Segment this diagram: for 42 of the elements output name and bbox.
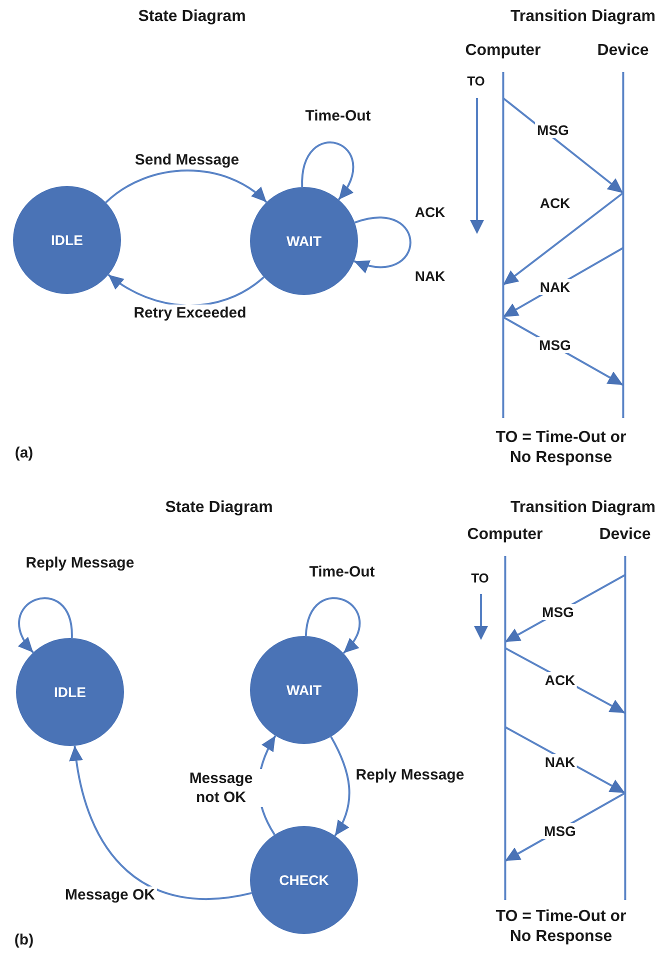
loop-label: NAK bbox=[414, 268, 446, 284]
edge-label: NAK bbox=[542, 754, 578, 770]
edge-label: MSG bbox=[540, 604, 576, 620]
note: TO = Time-Out or No Response bbox=[494, 428, 628, 468]
time-out-label: TO bbox=[467, 74, 485, 88]
arrow bbox=[70, 746, 252, 900]
panel-label: (a) bbox=[14, 444, 34, 462]
state-circle: IDLE bbox=[13, 186, 121, 294]
edge-label: MSG bbox=[537, 337, 573, 353]
section-heading: State Diagram bbox=[138, 8, 246, 26]
edge-label: ACK bbox=[538, 195, 572, 211]
time-out-label: TO bbox=[471, 570, 489, 586]
loop-arrow bbox=[304, 597, 361, 654]
arrow bbox=[105, 170, 268, 204]
edge-label: MSG bbox=[535, 122, 571, 138]
section-heading: Transition Diagram bbox=[510, 8, 656, 26]
state-circle: WAIT bbox=[250, 636, 358, 744]
edge-label: Send Message bbox=[132, 152, 242, 168]
lifeline-heading: Device bbox=[599, 526, 651, 544]
section-heading: Transition Diagram bbox=[510, 499, 656, 517]
state-circle: WAIT bbox=[250, 187, 358, 295]
loop-label: ACK bbox=[414, 204, 446, 220]
edge-label: Reply Message bbox=[354, 766, 466, 784]
lifeline-heading: Computer bbox=[465, 42, 541, 60]
edge-label: Reply Message bbox=[24, 554, 136, 572]
loop-arrow bbox=[18, 597, 73, 654]
lifeline-heading: Computer bbox=[467, 526, 543, 544]
edge-label: Retry Exceeded bbox=[132, 304, 248, 322]
arrow bbox=[108, 274, 264, 306]
state-circle: IDLE bbox=[16, 638, 124, 746]
loop-arrow bbox=[354, 216, 412, 272]
panel-label: (b) bbox=[14, 932, 34, 948]
loop-arrow bbox=[301, 141, 354, 200]
state-circle: CHECK bbox=[250, 826, 358, 934]
note: TO = Time-Out or No Response bbox=[494, 907, 628, 947]
edge-label: ACK bbox=[542, 672, 578, 688]
arrow bbox=[502, 192, 624, 286]
edge-label: MSG bbox=[542, 823, 578, 839]
lifeline-heading: Device bbox=[597, 42, 649, 60]
arrow bbox=[330, 736, 350, 836]
edge-label: NAK bbox=[538, 279, 572, 295]
section-heading: State Diagram bbox=[165, 499, 273, 517]
